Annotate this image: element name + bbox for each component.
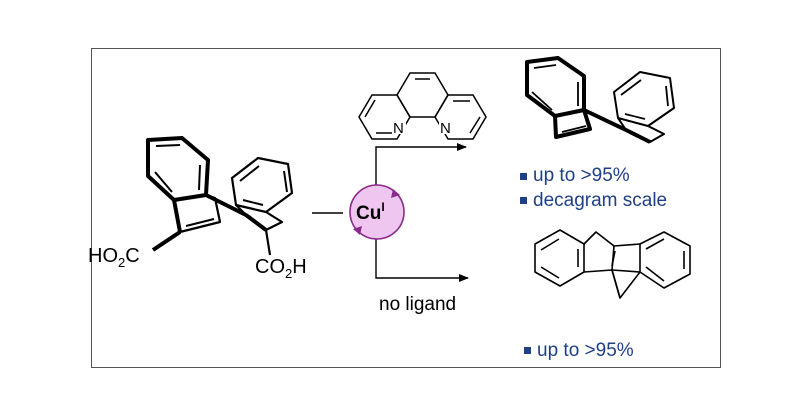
phenanthroline-ligand	[358, 72, 487, 140]
upper-product	[525, 56, 675, 144]
lower-notes: up to >95%	[524, 340, 634, 361]
scheme-frame	[91, 48, 721, 368]
upper-arrow	[375, 143, 467, 186]
bullet-icon	[520, 197, 527, 204]
reactant-left-carboxyl: HO2C	[88, 245, 140, 270]
ligand-nitrogen-right: N	[440, 120, 451, 137]
copper-catalyst: CuI	[349, 184, 405, 240]
reactant-molecule	[146, 136, 294, 256]
lower-condition-label: no ligand	[379, 294, 456, 315]
ligand-nitrogen-left: N	[393, 120, 404, 137]
lower-arrow	[375, 238, 469, 282]
lower-note-yield: up to >95%	[537, 340, 634, 361]
upper-note-yield: up to >95%	[533, 165, 630, 186]
cycle-arrow-icon	[353, 226, 362, 235]
reaction-arrows	[312, 143, 469, 282]
upper-note-scale: decagram scale	[533, 190, 667, 211]
reactant-right-carboxyl: CO2H	[255, 256, 307, 281]
catalyst-label: CuI	[356, 200, 385, 224]
catalyst-circle	[349, 184, 405, 240]
bullet-icon	[524, 347, 531, 354]
lower-product	[534, 229, 691, 299]
cycle-arrow-icon	[391, 189, 400, 198]
upper-notes: up to >95% decagram scale	[520, 165, 667, 211]
bullet-icon	[520, 173, 527, 180]
